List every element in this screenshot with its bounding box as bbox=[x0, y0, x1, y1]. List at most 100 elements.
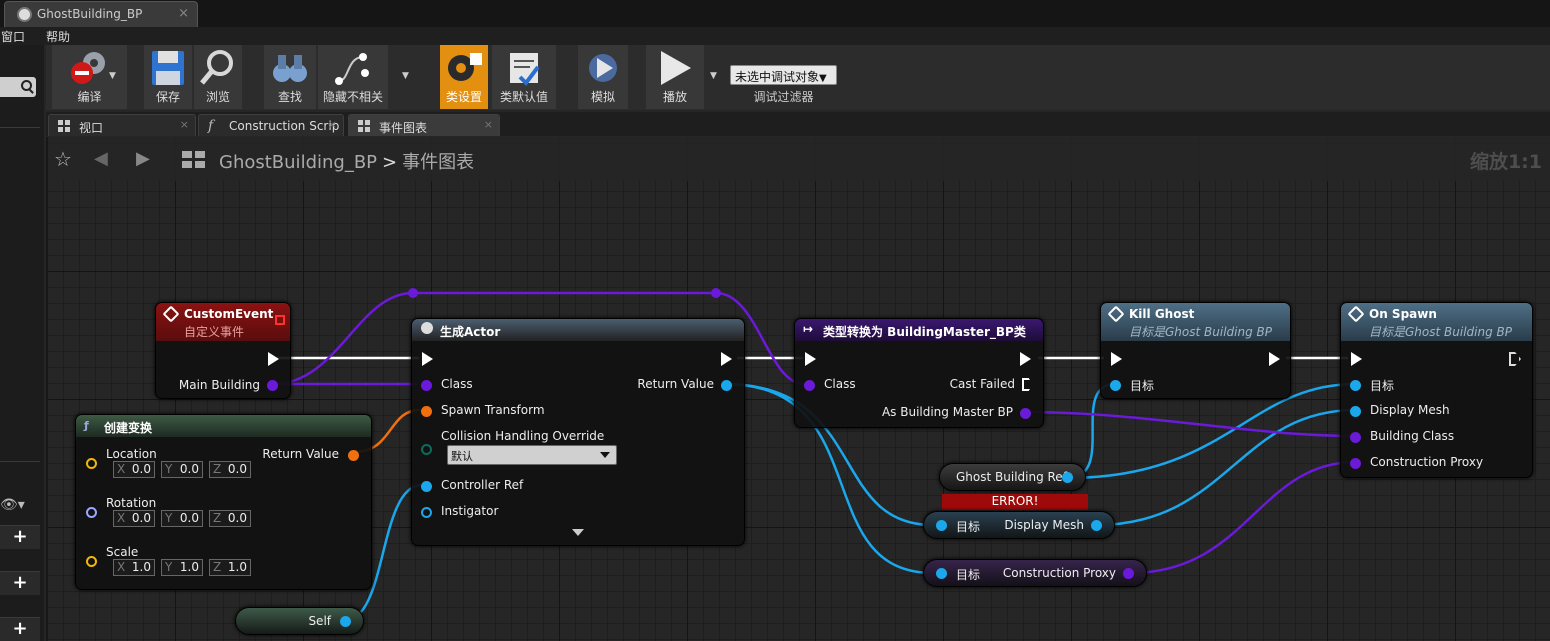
class-pin[interactable] bbox=[421, 380, 432, 391]
target-pin[interactable] bbox=[936, 520, 947, 531]
add-button[interactable]: + bbox=[0, 571, 40, 595]
class-defaults-button[interactable]: 类默认值 bbox=[492, 45, 556, 109]
class-pin[interactable] bbox=[804, 380, 815, 391]
target-label: 目标 bbox=[956, 520, 981, 534]
controller-ref-pin[interactable] bbox=[421, 481, 432, 492]
find-button[interactable]: 查找 bbox=[264, 45, 316, 109]
play-dropdown-icon[interactable]: ▼ bbox=[710, 71, 717, 81]
main-building-pin[interactable] bbox=[267, 380, 278, 391]
event-icon bbox=[162, 305, 180, 323]
graph-icon bbox=[182, 151, 206, 168]
add-button[interactable]: + bbox=[0, 525, 40, 549]
instigator-pin[interactable] bbox=[421, 507, 432, 518]
close-tab-icon[interactable]: × bbox=[178, 6, 189, 21]
spawn-transform-pin[interactable] bbox=[421, 406, 432, 417]
make-transform-node[interactable]: ƒ 创建变换 Location Rotation Scale Return Va… bbox=[75, 414, 372, 590]
search-input[interactable] bbox=[0, 77, 36, 97]
cast-failed-pin[interactable] bbox=[1022, 378, 1033, 391]
breadcrumb-graph[interactable]: 事件图表 bbox=[402, 152, 475, 173]
tab-label: 视口 bbox=[79, 121, 104, 135]
play-button[interactable]: 播放 bbox=[646, 45, 704, 109]
kill-ghost-node[interactable]: Kill Ghost 目标是Ghost Building BP 目标 bbox=[1100, 302, 1291, 399]
ghost-building-ref-pin[interactable] bbox=[1062, 472, 1073, 483]
display-mesh-pin[interactable] bbox=[1350, 406, 1361, 417]
tab-construction-script[interactable]: f Construction Scrip× bbox=[198, 114, 344, 136]
spawn-actor-node[interactable]: 生成Actor Class Spawn Transform Collision … bbox=[411, 318, 745, 546]
breadcrumb-blueprint[interactable]: GhostBuilding_BP bbox=[219, 152, 378, 173]
exec-out-pin[interactable] bbox=[1020, 352, 1031, 366]
target-pin[interactable] bbox=[936, 568, 947, 579]
exec-in-pin[interactable] bbox=[805, 352, 816, 366]
exec-in-pin[interactable] bbox=[1111, 352, 1122, 366]
target-pin[interactable] bbox=[1350, 380, 1361, 391]
tab-viewport[interactable]: 视口 × bbox=[48, 114, 196, 136]
collision-pin[interactable] bbox=[421, 444, 432, 455]
favorite-star-icon[interactable]: ☆ bbox=[54, 147, 72, 171]
hide-unrelated-icon bbox=[335, 53, 369, 85]
location-pin[interactable] bbox=[86, 458, 97, 469]
building-class-pin[interactable] bbox=[1350, 432, 1361, 443]
construction-proxy-pin[interactable] bbox=[1350, 458, 1361, 469]
delegate-pin-icon[interactable] bbox=[275, 315, 285, 325]
simulate-button[interactable]: 模拟 bbox=[578, 45, 628, 109]
debug-object-select[interactable]: 未选中调试对象▼ bbox=[730, 65, 837, 85]
save-button[interactable]: 保存 bbox=[144, 45, 192, 109]
document-tab[interactable]: GhostBuilding_BP × bbox=[4, 1, 198, 27]
exec-in-pin[interactable] bbox=[422, 352, 433, 366]
collision-handling-select[interactable]: 默认 bbox=[447, 445, 617, 465]
get-display-mesh-node[interactable]: 目标 Display Mesh bbox=[923, 511, 1115, 539]
close-icon[interactable]: × bbox=[327, 118, 337, 131]
breadcrumb-path: GhostBuilding_BP>事件图表 bbox=[219, 148, 474, 174]
display-mesh-out-pin[interactable] bbox=[1091, 520, 1102, 531]
exec-in-pin[interactable] bbox=[1351, 352, 1362, 366]
class-settings-button[interactable]: 类设置 bbox=[440, 45, 488, 109]
close-icon[interactable]: × bbox=[483, 118, 493, 131]
event-graph-canvas[interactable]: ☆ ◀ ▶ GhostBuilding_BP>事件图表 缩放1:1 Custom… bbox=[46, 137, 1550, 641]
return-value-pin[interactable] bbox=[721, 380, 732, 391]
on-spawn-node[interactable]: On Spawn 目标是Ghost Building BP 目标 Display… bbox=[1340, 302, 1533, 478]
hide-unrelated-dropdown-icon[interactable]: ▼ bbox=[402, 71, 409, 81]
compile-dropdown-icon[interactable]: ▼ bbox=[109, 71, 116, 81]
forward-arrow-icon[interactable]: ▶ bbox=[136, 148, 150, 169]
visibility-eye-icon[interactable]: 👁▾ bbox=[0, 497, 25, 513]
as-building-master-pin[interactable] bbox=[1020, 408, 1031, 419]
menu-window[interactable]: 窗口 bbox=[1, 30, 26, 44]
exec-out-pin[interactable] bbox=[268, 352, 279, 366]
compile-button[interactable]: 编译 bbox=[52, 45, 127, 109]
ghost-building-ref-node[interactable]: Ghost Building Ref bbox=[939, 463, 1086, 491]
back-arrow-icon[interactable]: ◀ bbox=[94, 148, 108, 169]
editor-tab-strip: 视口 × f Construction Scrip× 事件图表× bbox=[46, 112, 1550, 136]
cast-node[interactable]: ↦ 类型转换为 BuildingMaster_BP类 Class Cast Fa… bbox=[794, 318, 1044, 428]
self-ref-node[interactable]: Self bbox=[235, 607, 364, 635]
expand-advanced-icon[interactable] bbox=[572, 529, 584, 536]
construction-proxy-out-pin[interactable] bbox=[1123, 568, 1134, 579]
exec-out-pin[interactable] bbox=[1269, 352, 1280, 366]
function-icon: f bbox=[208, 118, 214, 134]
pin-label-main-building: Main Building bbox=[178, 378, 260, 392]
axis-label: Y bbox=[165, 462, 173, 476]
browse-button[interactable]: 浏览 bbox=[194, 45, 242, 109]
exec-out-pin[interactable] bbox=[721, 352, 732, 366]
scale-pin[interactable] bbox=[86, 556, 97, 567]
menu-help[interactable]: 帮助 bbox=[46, 30, 71, 44]
tab-event-graph[interactable]: 事件图表× bbox=[348, 114, 500, 136]
target-pin[interactable] bbox=[1110, 380, 1121, 391]
self-pin[interactable] bbox=[340, 616, 351, 627]
rotation-pin[interactable] bbox=[86, 507, 97, 518]
add-button[interactable]: + bbox=[0, 617, 40, 641]
return-value-pin[interactable] bbox=[348, 450, 359, 461]
chevron-down-icon: ▼ bbox=[819, 73, 827, 84]
close-icon[interactable]: × bbox=[179, 118, 189, 131]
custom-event-node[interactable]: CustomEvent 自定义事件 Main Building bbox=[155, 302, 291, 399]
hide-unrelated-button[interactable]: 隐藏不相关 bbox=[318, 45, 388, 109]
get-construction-proxy-node[interactable]: 目标 Construction Proxy bbox=[923, 559, 1147, 587]
